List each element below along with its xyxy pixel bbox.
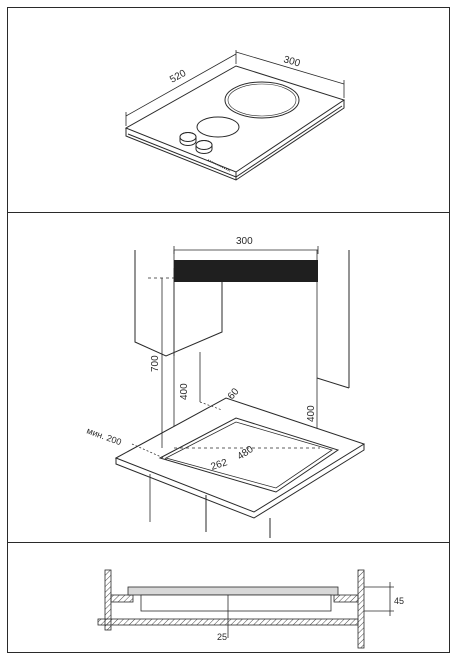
hob-glass-section xyxy=(127,586,339,596)
panel-hob-perspective: 520 300 xyxy=(8,8,449,213)
dimension-width xyxy=(235,51,345,98)
dimension-cabinet-height-label: 700 xyxy=(150,355,161,372)
brand-mark xyxy=(207,159,231,172)
small-cooking-zone xyxy=(196,116,240,138)
dimension-left-clearance-label: 400 xyxy=(179,383,190,400)
dimension-hood-width xyxy=(173,246,319,254)
hob-housing-section xyxy=(140,594,332,612)
dimension-width-label: 300 xyxy=(282,54,301,69)
cross-section-drawing: 25 45 xyxy=(97,569,404,649)
dimension-min-front-label: мин. 200 xyxy=(85,425,122,447)
diagram-frame: 520 300 xyxy=(7,7,450,653)
extractor-hood xyxy=(174,260,318,282)
panel-cross-section: 25 45 xyxy=(8,542,449,653)
control-knob xyxy=(195,140,213,154)
dimension-thickness-label: 45 xyxy=(394,596,404,606)
worktop-right-section xyxy=(333,594,359,603)
worktop-left-section xyxy=(110,594,134,603)
control-knob xyxy=(179,132,197,146)
dimension-gap-label: 25 xyxy=(217,632,227,642)
panel-installation: 300 700 400 400 60 262 480 мин. 200 xyxy=(8,212,449,543)
right-wall-section xyxy=(357,569,365,649)
large-cooking-zone xyxy=(224,81,300,119)
dimension-right-clearance-label: 400 xyxy=(306,405,317,422)
dimension-hood-width-label: 300 xyxy=(236,236,253,247)
installation-drawing: 300 700 400 400 60 262 480 мин. 200 xyxy=(85,236,366,538)
hob-cutout xyxy=(158,417,340,493)
dimension-cutout-depth-label: 262 xyxy=(210,457,230,473)
large-cooking-zone-inner xyxy=(227,83,297,117)
right-wall xyxy=(316,250,350,389)
hob-perspective-drawing: 520 300 xyxy=(124,50,346,181)
hob-body xyxy=(124,65,346,181)
dimension-thickness xyxy=(364,582,394,616)
